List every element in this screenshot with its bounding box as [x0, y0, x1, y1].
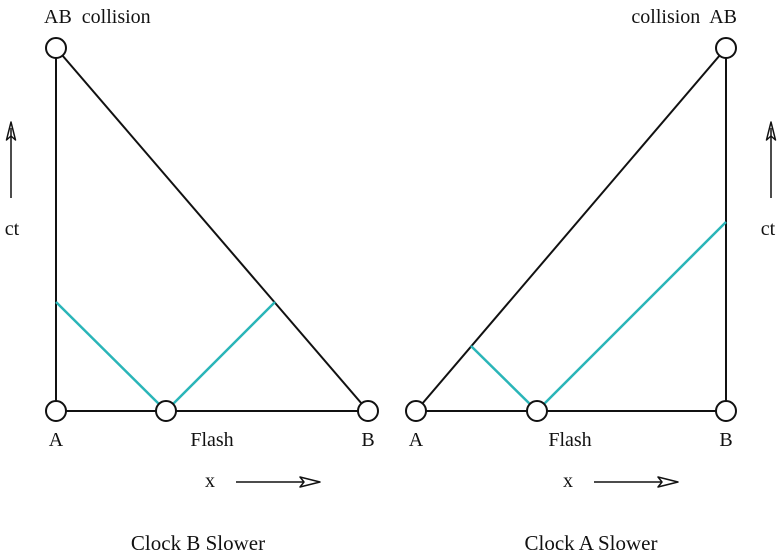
left-axis-x-label: x [205, 470, 215, 492]
right-node-collision [715, 37, 737, 59]
left-caption: Clock B Slower [131, 531, 265, 555]
left-panel: AB collision A Flash B ct x Clock B Slow… [5, 6, 379, 555]
left-x-arrow-icon [236, 476, 321, 488]
right-label-flash: Flash [548, 429, 591, 451]
right-caption: Clock A Slower [524, 531, 657, 555]
left-node-a [45, 400, 67, 422]
right-signal-to-b [536, 221, 727, 412]
left-axis-ct-label: ct [5, 218, 20, 240]
left-label-ab-collision: AB collision [44, 6, 151, 28]
right-x-arrow-icon [594, 476, 679, 488]
left-label-b: B [361, 429, 374, 451]
right-label-b: B [719, 429, 732, 451]
left-node-b [357, 400, 379, 422]
right-axis-x-label: x [563, 470, 573, 492]
left-ct-arrow-icon [5, 121, 17, 198]
right-label-a: A [409, 429, 424, 451]
right-signal-to-a [470, 345, 538, 412]
left-node-collision [45, 37, 67, 59]
left-signal-to-a [55, 301, 167, 412]
left-label-flash: Flash [190, 429, 233, 451]
left-worldline-b [55, 47, 369, 412]
left-signal-to-b [165, 301, 276, 412]
right-ct-arrow-icon [765, 121, 777, 198]
right-axis-ct-label: ct [761, 218, 776, 240]
left-node-flash [155, 400, 177, 422]
right-node-flash [526, 400, 548, 422]
left-label-a: A [49, 429, 64, 451]
right-worldline-a [415, 47, 727, 412]
right-node-b [715, 400, 737, 422]
right-node-a [405, 400, 427, 422]
right-panel: collision AB A Flash B ct x Clock A Slow… [405, 6, 777, 555]
right-label-ab-collision: collision AB [631, 6, 737, 28]
